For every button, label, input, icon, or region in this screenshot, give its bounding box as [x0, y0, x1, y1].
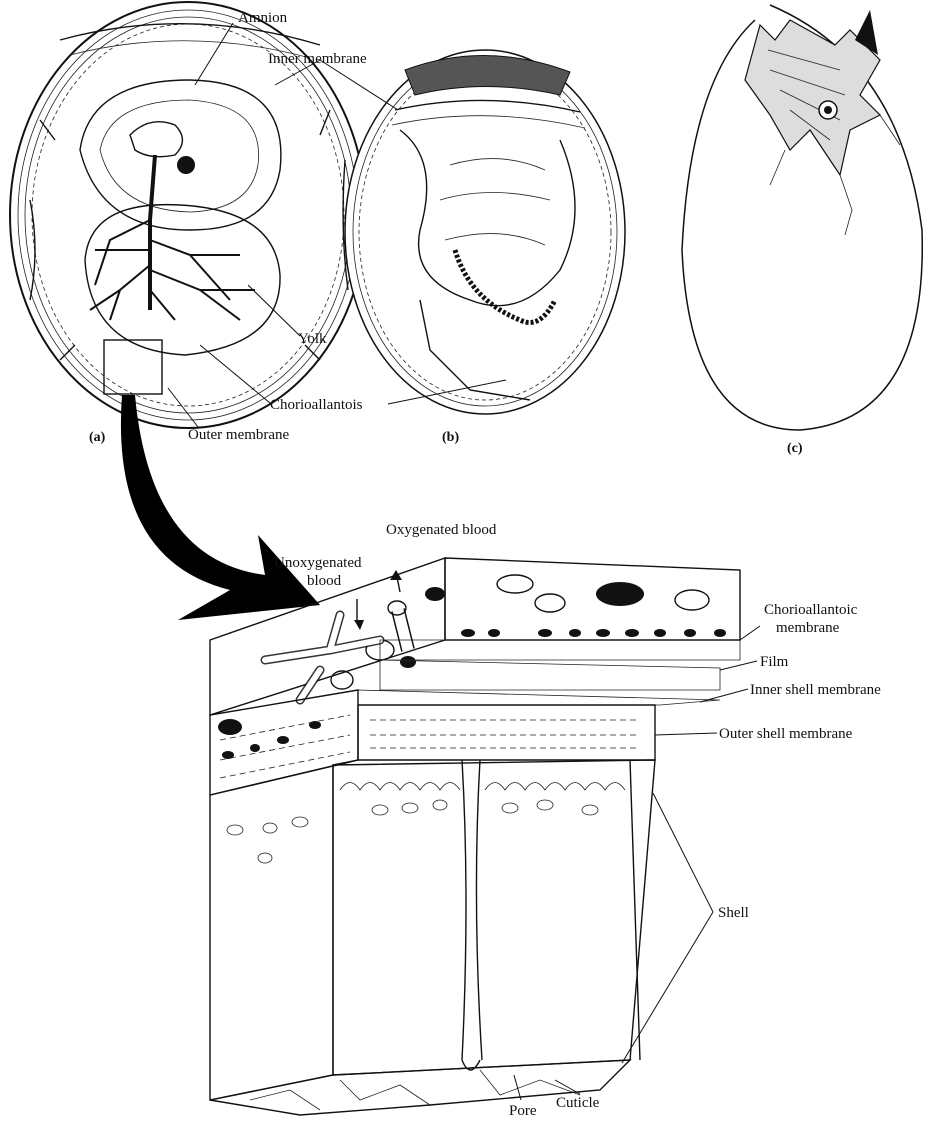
- panel-label-b: (b): [442, 430, 459, 445]
- label-amnion: Amnion: [238, 10, 288, 26]
- label-unoxygenated-blood-line2: blood: [307, 573, 342, 589]
- egg-c-drawing: [682, 5, 922, 430]
- label-outer-membrane: Outer membrane: [188, 427, 290, 443]
- label-inner-shell-membrane: Inner shell membrane: [750, 682, 881, 698]
- label-chorioallantoic-membrane-line2: membrane: [776, 620, 840, 636]
- label-cuticle: Cuticle: [556, 1095, 600, 1111]
- egg-b-drawing: [345, 50, 625, 414]
- panel-label-a: (a): [89, 430, 106, 445]
- label-outer-shell-membrane: Outer shell membrane: [719, 726, 853, 742]
- label-unoxygenated-blood-line1: Unoxygenated: [274, 555, 362, 571]
- label-inner-membrane: Inner membrane: [268, 51, 367, 67]
- label-shell: Shell: [718, 905, 749, 921]
- shell-cross-section-drawing: [210, 558, 740, 1115]
- panel-label-c: (c): [787, 441, 803, 456]
- label-film: Film: [760, 654, 789, 670]
- label-chorioallantois: Chorioallantois: [270, 397, 363, 413]
- label-chorioallantoic-membrane-line1: Chorioallantoic: [764, 602, 858, 618]
- label-oxygenated-blood: Oxygenated blood: [386, 522, 497, 538]
- label-pore: Pore: [509, 1103, 537, 1119]
- label-yolk: Yolk: [298, 331, 327, 347]
